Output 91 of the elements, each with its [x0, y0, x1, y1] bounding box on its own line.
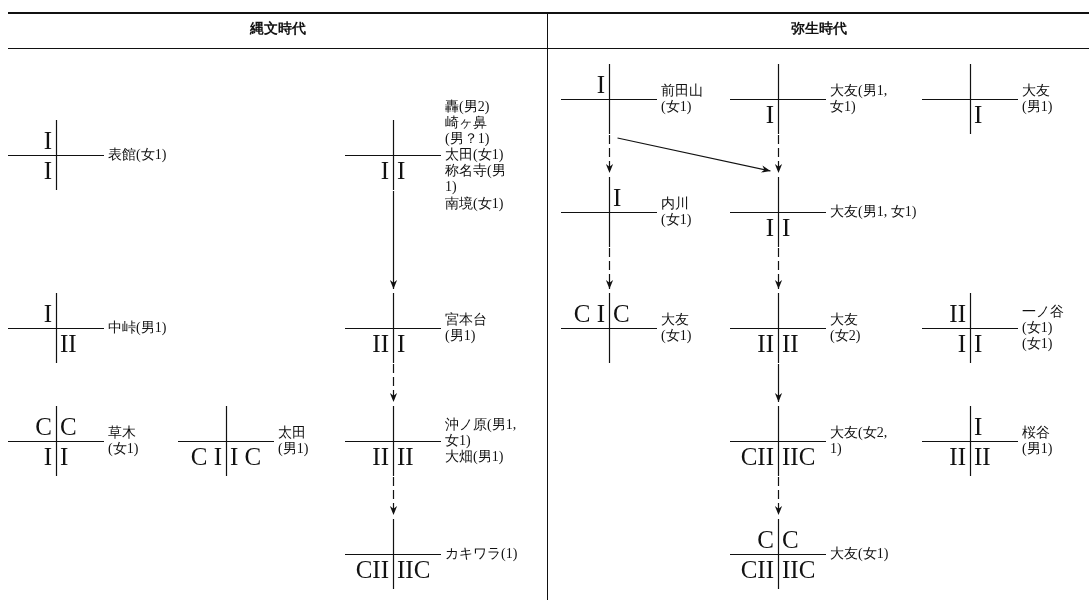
site-label: 沖ノ原(男1, 女1) 大畑(男1) — [445, 416, 518, 466]
site-label: 桜谷(男1) — [1022, 424, 1054, 458]
tooth-formula — [345, 406, 441, 476]
tooth-formula — [178, 406, 274, 476]
arrow — [389, 363, 398, 403]
arrow — [774, 476, 783, 516]
tooth-mark: I — [974, 331, 983, 356]
arrow — [774, 134, 783, 174]
arrow — [774, 247, 783, 290]
arrow — [605, 134, 614, 174]
tooth-mark: I — [613, 185, 622, 210]
arrow — [389, 190, 398, 290]
site-label: 大友(男1, 女1) — [830, 82, 889, 116]
site-label: 轟(男2) 崎ヶ鼻(男？1) 太田(女1) 称名寺(男1) 南境(女1) — [445, 98, 507, 212]
tooth-formula — [8, 293, 104, 363]
arrow — [774, 363, 783, 403]
site-label: 大友(男1) — [1022, 82, 1054, 116]
tooth-mark: I — [397, 158, 406, 183]
site-label: 大友(女2) — [830, 311, 862, 345]
arrow — [389, 476, 398, 516]
site-label: 中峠(男1) — [108, 319, 167, 337]
tooth-mark: II — [782, 331, 799, 356]
tooth-mark: I — [43, 444, 52, 469]
tooth-mark: C — [35, 414, 52, 439]
tooth-formula — [561, 177, 657, 247]
tooth-mark: I — [43, 128, 52, 153]
column-header: 縄文時代 — [248, 20, 307, 38]
tooth-mark: C — [613, 301, 630, 326]
site-label: 太田(男1) — [278, 424, 310, 458]
tooth-mark: I — [957, 331, 966, 356]
tooth-formula — [730, 64, 826, 134]
arrow — [605, 247, 614, 290]
tooth-mark: II — [974, 444, 991, 469]
site-label: カキワラ(1) — [445, 545, 518, 563]
tooth-mark: I — [596, 72, 605, 97]
tooth-mark: I — [43, 158, 52, 183]
site-label: 大友(男1, 女1) — [830, 203, 917, 221]
site-label: 内川(女1) — [661, 195, 693, 229]
tooth-mark: II — [372, 331, 389, 356]
tooth-formula — [345, 293, 441, 363]
tooth-mark: I — [765, 215, 774, 240]
period-column — [8, 12, 548, 600]
tooth-formula — [922, 293, 1018, 363]
tooth-mark: CII — [740, 557, 774, 582]
tooth-mark: II — [397, 444, 414, 469]
tooth-mark: CII — [740, 444, 774, 469]
tooth-mark: I — [380, 158, 389, 183]
tooth-mark: I — [974, 414, 983, 439]
tooth-formula — [922, 64, 1018, 134]
tooth-mark: I C — [230, 444, 262, 469]
tooth-mark: I — [974, 102, 983, 127]
site-label: 一ノ谷(女1)(女1) — [1022, 303, 1065, 353]
tooth-mark: C I — [573, 301, 605, 326]
tooth-mark: I — [782, 215, 791, 240]
tooth-formula — [8, 120, 104, 190]
tooth-mark: IIC — [782, 557, 816, 582]
site-label: 大友(女1) — [661, 311, 693, 345]
tooth-mark: C — [60, 414, 77, 439]
site-label: 宮本台(男1) — [445, 311, 488, 345]
tooth-mark: I — [43, 301, 52, 326]
tooth-mark: C — [757, 527, 774, 552]
tooth-mark: II — [60, 331, 77, 356]
site-label: 大友(女1) — [830, 545, 889, 563]
tooth-mark: IIC — [782, 444, 816, 469]
tooth-mark: C I — [190, 444, 222, 469]
site-label: 草木(女1) — [108, 424, 140, 458]
tooth-mark: I — [60, 444, 69, 469]
tooth-formula — [730, 293, 826, 363]
tooth-mark: II — [949, 444, 966, 469]
site-label: 大友(女2, 1) — [830, 424, 889, 458]
tooth-mark: CII — [355, 557, 389, 582]
site-label: 表館(女1) — [108, 146, 167, 164]
tooth-formula — [345, 519, 441, 589]
tooth-mark: I — [397, 331, 406, 356]
column-header: 弥生時代 — [789, 20, 848, 38]
site-label: 前田山(女1) — [661, 82, 704, 116]
tooth-formula — [730, 519, 826, 589]
tooth-mark: II — [757, 331, 774, 356]
tooth-mark: II — [372, 444, 389, 469]
arrow — [616, 137, 772, 173]
tooth-mark: IIC — [397, 557, 431, 582]
tooth-formula — [345, 120, 441, 190]
tooth-mark: II — [949, 301, 966, 326]
tooth-formula — [730, 177, 826, 247]
tooth-mark: I — [765, 102, 774, 127]
tooth-formula — [730, 406, 826, 476]
tooth-formula — [8, 406, 104, 476]
tooth-formula — [561, 64, 657, 134]
tooth-mark: C — [782, 527, 799, 552]
tooth-formula — [561, 293, 657, 363]
tooth-formula — [922, 406, 1018, 476]
